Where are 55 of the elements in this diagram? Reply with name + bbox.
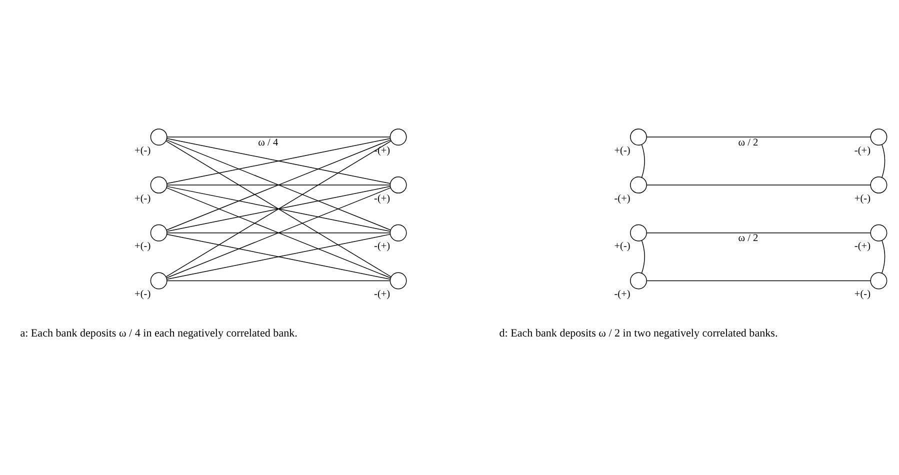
- connector: [646, 184, 871, 185]
- connector: [166, 280, 390, 281]
- node-circle: [390, 128, 407, 146]
- node-label: +(-): [134, 288, 151, 300]
- label: a: Each bank deposits ω / 4 in each negatively correlated bank.: [20, 326, 298, 339]
- node-circle: [150, 272, 168, 289]
- connector: [166, 138, 391, 184]
- connector: [166, 184, 390, 185]
- node-circle: [390, 224, 407, 241]
- node-label: -(+): [374, 192, 390, 204]
- node-label: -(+): [374, 144, 390, 156]
- node-circle: [150, 224, 168, 241]
- connector: [166, 139, 391, 230]
- node-circle: [870, 224, 888, 241]
- connector: [641, 240, 645, 274]
- edge-label: ω / 2: [738, 136, 758, 148]
- connector: [646, 280, 871, 281]
- edge-label: ω / 4: [258, 136, 278, 148]
- node-circle: [630, 128, 647, 146]
- edge-label: ω / 2: [738, 232, 758, 244]
- node-circle: [630, 224, 647, 241]
- node-label: +(-): [614, 240, 630, 252]
- connector: [882, 144, 886, 178]
- connector: [166, 186, 391, 278]
- node-circle: [390, 176, 407, 193]
- connector: [166, 140, 392, 277]
- node-circle: [870, 272, 888, 289]
- node-label: -(+): [614, 288, 630, 300]
- connector: [166, 233, 391, 280]
- node-label: -(+): [374, 288, 390, 300]
- connector: [646, 136, 871, 137]
- connector: [641, 144, 645, 178]
- node-label: +(-): [134, 240, 151, 252]
- node-label: +(-): [854, 192, 871, 204]
- node-circle: [870, 128, 888, 146]
- node-label: -(+): [614, 192, 630, 204]
- connector: [166, 186, 391, 232]
- node-circle: [150, 176, 168, 193]
- node-circle: [870, 176, 888, 193]
- node-label: -(+): [854, 240, 871, 252]
- node-label: +(-): [134, 144, 151, 156]
- connector: [166, 232, 390, 233]
- node-label: -(+): [854, 144, 871, 156]
- node-circle: [630, 272, 647, 289]
- connector: [882, 240, 886, 274]
- node-circle: [150, 128, 168, 146]
- node-label: -(+): [374, 240, 390, 252]
- connector: [646, 232, 871, 233]
- node-circle: [630, 176, 647, 193]
- connector: [166, 136, 390, 137]
- node-label: +(-): [134, 192, 151, 204]
- node-circle: [390, 272, 407, 289]
- label: d: Each bank deposits ω / 2 in two negatively correlated banks.: [499, 326, 778, 339]
- node-label: +(-): [614, 144, 630, 156]
- node-label: +(-): [854, 288, 871, 300]
